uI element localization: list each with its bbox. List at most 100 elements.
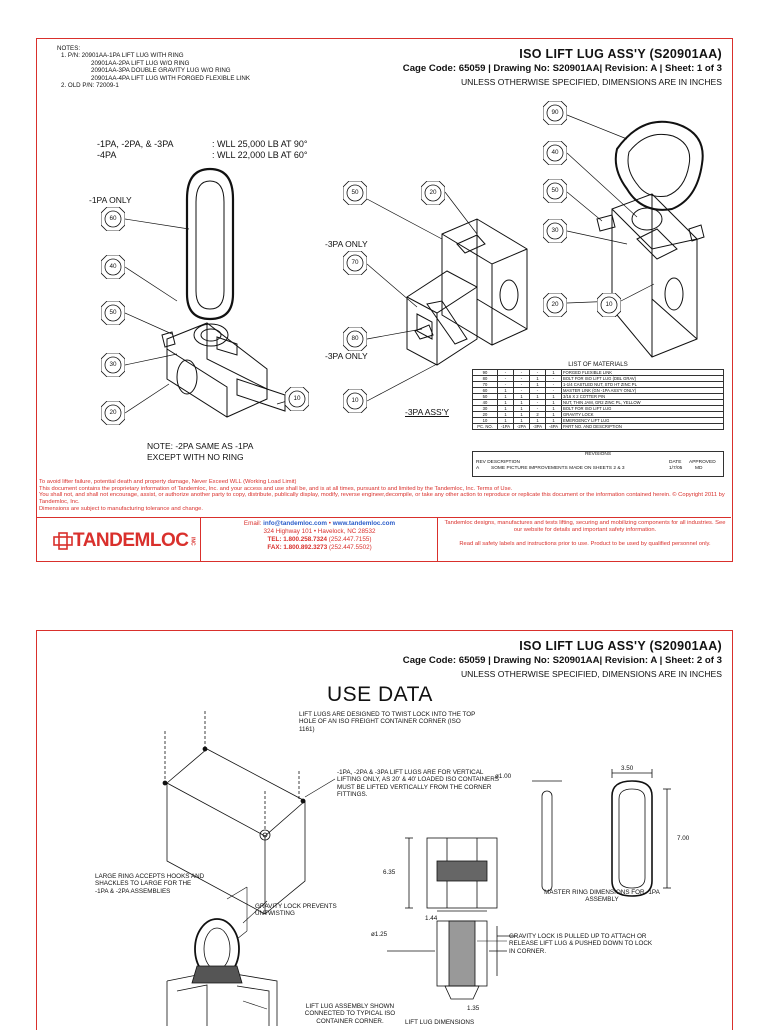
- balloon-50: 50: [342, 180, 368, 210]
- callout-twist-lock: LIFT LUGS ARE DESIGNED TO TWIST LOCK INT…: [299, 711, 476, 733]
- footer-divider: [437, 518, 438, 562]
- fax-alt: (252.447.5502): [328, 544, 372, 551]
- balloon-40: 40: [542, 140, 568, 170]
- revisions-title: REVISIONS: [584, 452, 612, 457]
- balloon-20: 20: [542, 292, 568, 322]
- revisions-col-date: DATE: [669, 460, 682, 465]
- callout-gravity-untwist: GRAVITY LOCK PREVENTS UNTWISTING: [255, 903, 337, 918]
- balloon-80: 80: [342, 326, 368, 356]
- balloon-30: 30: [542, 218, 568, 248]
- legal-line: Tandemloc designs, manufactures and test…: [444, 520, 726, 533]
- notes-line: 1. P/N: 20901AA-1PA LIFT LUG WITH RING: [61, 52, 184, 60]
- tandemloc-logo: TANDEMLOC INC: [53, 530, 195, 552]
- assembly-drawings: [124, 114, 705, 418]
- revisions-row-desc: SOME PICTURE IMPROVEMENTS MADE ON SHEETS…: [491, 466, 625, 471]
- dimensions-note: UNLESS OTHERWISE SPECIFIED, DIMENSIONS A…: [460, 669, 722, 679]
- callout-vertical-lifting: -1PA, -2PA & -3PA LIFT LUGS ARE FOR VERT…: [337, 769, 499, 799]
- callout-master-ring: MASTER RING DIMENSIONS FOR -1PA ASSEMBLY: [544, 889, 660, 904]
- telephone: TEL: 1.800.258.7324: [267, 536, 328, 543]
- callout-lug-dimensions: LIFT LUG DIMENSIONS: [405, 1019, 475, 1026]
- bom-title: LIST OF MATERIALS: [568, 361, 628, 368]
- balloon-20: 20: [100, 400, 126, 430]
- drawing-title: ISO LIFT LUG ASS'Y (S20901AA): [519, 47, 722, 61]
- disclaimer-line: To avoid lifter failure, potential death…: [39, 479, 297, 485]
- logo-word: TANDEMLOC: [73, 530, 189, 551]
- balloon-10: 10: [596, 292, 622, 322]
- dim-3-50: 3.50: [621, 765, 634, 772]
- balloon-50: 50: [100, 300, 126, 330]
- bom-cell: PC. NO.: [472, 423, 498, 430]
- bom-cell: -3PA: [529, 423, 546, 430]
- use-data-drawings: [162, 711, 671, 1026]
- logo-mark-icon: [53, 532, 73, 550]
- label-3pa-assy: -3PA ASS'Y: [405, 407, 449, 417]
- separator: •: [327, 520, 333, 527]
- bom-description-cell: PART NO. AND DESCRIPTION: [561, 423, 724, 430]
- drawing-subtitle: Cage Code: 65059 | Drawing No: S20901AA|…: [402, 63, 722, 74]
- balloon-10: 10: [342, 388, 368, 418]
- wll-models: -1PA, -2PA, & -3PA: [97, 139, 174, 149]
- revisions-col-approved: APPROVED: [689, 460, 716, 465]
- dim-1-25: ø1.25: [371, 931, 388, 938]
- wll-value: : WLL 25,000 LB AT 90°: [212, 139, 308, 149]
- logo-inc: INC: [189, 536, 196, 546]
- use-data-heading: USE DATA: [327, 683, 433, 706]
- lift-lug-on-corner-drawing: [166, 918, 278, 1026]
- drawing-sheet-1: NOTES: 1. P/N: 20901AA-1PA LIFT LUG WITH…: [36, 38, 733, 562]
- balloon-70: 70: [342, 250, 368, 280]
- drawing-sheet-2: ISO LIFT LUG ASS'Y (S20901AA) Cage Code:…: [36, 630, 733, 1030]
- notes-line: 20901AA-2PA LIFT LUG W/O RING: [91, 59, 190, 67]
- revisions-row-approved: MD: [695, 466, 703, 471]
- revisions-row-rev: A: [476, 466, 480, 471]
- fax: FAX: 1.800.892.3273: [267, 544, 328, 551]
- iso-container-drawing: [162, 711, 306, 915]
- balloon-90: 90: [542, 100, 568, 130]
- drawing-title: ISO LIFT LUG ASS'Y (S20901AA): [519, 639, 722, 653]
- email-label: Email:: [243, 520, 262, 527]
- address: 324 Highway 101 • Havelock, NC 28532: [263, 528, 376, 535]
- dimensions-note: UNLESS OTHERWISE SPECIFIED, DIMENSIONS A…: [460, 77, 722, 87]
- balloon-60: 60: [100, 206, 126, 236]
- bom-cell: -2PA: [513, 423, 530, 430]
- lug-dimension-drawing: [387, 837, 517, 1000]
- legal-line: Read all safety labels and instructions …: [459, 541, 711, 547]
- title-block: ISO LIFT LUG ASS'Y (S20901AA) Cage Code:…: [403, 47, 722, 87]
- master-ring-drawing: [532, 769, 671, 897]
- notes-line: 2. OLD P/N: 72009-1: [61, 82, 119, 90]
- balloon-30: 30: [100, 352, 126, 382]
- leader-lines: [124, 114, 655, 414]
- email-link[interactable]: info@tandemloc.com: [263, 520, 327, 527]
- wll-value: : WLL 22,000 LB AT 60°: [212, 150, 308, 160]
- dim-1-44: 1.44: [425, 915, 438, 922]
- callout-gravity-pulled: GRAVITY LOCK IS PULLED UP TO ATTACH OR R…: [509, 933, 653, 955]
- bom-cell: -4PA: [545, 423, 562, 430]
- title-block: ISO LIFT LUG ASS'Y (S20901AA) Cage Code:…: [403, 639, 722, 679]
- lift-lug-3pa-drawing: [406, 218, 528, 366]
- notes-header: NOTES:: [57, 45, 81, 52]
- footer: TANDEMLOC INC Email: info@tandemloc.com …: [37, 517, 731, 562]
- disclaimer-line: You shall not, and shall not encourage, …: [39, 492, 725, 506]
- notes-line: 20901AA-3PA DOUBLE GRAVITY LUG W/O RING: [91, 67, 231, 75]
- revisions-block: REVISIONS REV DESCRIPTION DATE APPROVED …: [472, 451, 724, 477]
- telephone-alt: (252.447.7155): [328, 536, 372, 543]
- label-3pa-only: -3PA ONLY: [325, 239, 368, 249]
- website-link[interactable]: www.tandemloc.com: [332, 520, 396, 527]
- note-2pa-line2: EXCEPT WITH NO RING: [147, 452, 244, 462]
- wll-models: -4PA: [97, 150, 117, 160]
- balloon-10: 10: [284, 386, 310, 416]
- label-1pa-only: -1PA ONLY: [89, 195, 132, 205]
- bom-cell: -1PA: [497, 423, 514, 430]
- balloon-20: 20: [420, 180, 446, 210]
- drawing-subtitle: Cage Code: 65059 | Drawing No: S20901AA|…: [402, 655, 722, 666]
- legal-info: Tandemloc designs, manufactures and test…: [441, 520, 729, 548]
- lift-lug-4pa-drawing: [596, 120, 705, 358]
- notes-block: NOTES: 1. P/N: 20901AA-1PA LIFT LUG WITH…: [57, 45, 250, 89]
- dim-1-00: ø1.00: [495, 773, 512, 780]
- balloon-40: 40: [100, 254, 126, 284]
- revisions-col-rev: REV DESCRIPTION: [476, 460, 520, 465]
- dim-7-00: 7.00: [677, 835, 690, 842]
